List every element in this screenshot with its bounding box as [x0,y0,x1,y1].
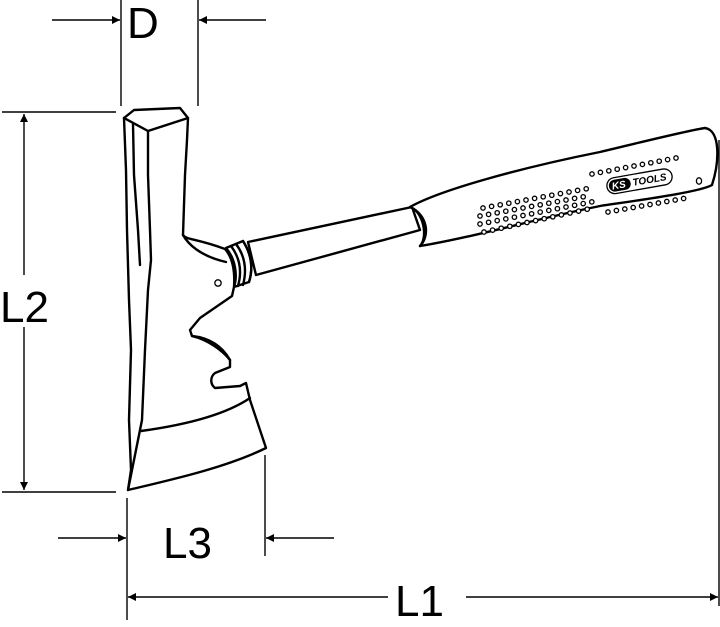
ks-tools-logo: KS TOOLS [606,168,673,195]
head-collar [224,239,253,289]
dimension-l2: L2 [0,111,116,493]
logo-mark: KS [611,179,627,192]
grip-dot-pattern [477,155,687,235]
hatchet-head [122,106,268,492]
dimension-d: D [52,0,266,106]
hatchet-handle: KS TOOLS [246,126,719,277]
hang-hole-icon [695,177,703,185]
dimension-l1: L1 [128,140,720,626]
rivet-hole-icon [214,279,222,287]
dimension-l3-label: L3 [163,519,212,568]
dimension-l1-label: L1 [395,577,444,626]
dimension-d-label: D [127,0,159,48]
dimension-l3: L3 [58,455,334,620]
dimension-l2-label: L2 [0,283,49,332]
